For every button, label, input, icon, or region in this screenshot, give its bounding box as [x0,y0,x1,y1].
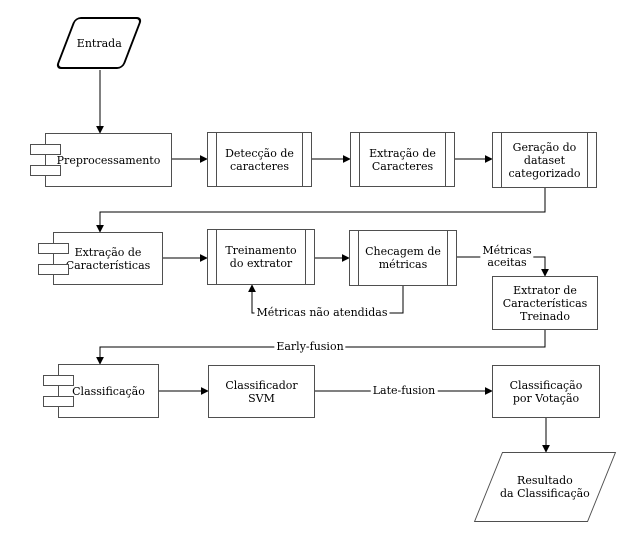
process-bar [216,133,217,186]
node-label: Extração de Caracteres [369,146,436,173]
node-extracao-caracteristicas: Extração de Características [38,232,163,285]
edge-geracao-extracaocaracteristicas [96,188,546,233]
node-label: Treinamento do extrator [225,244,297,270]
node-classificacao: Classificação [43,364,159,418]
edge-label-early-fusion: Early-fusion [274,340,346,353]
node-label: Classificação [72,384,145,398]
node-label: Preprocessamento [56,153,161,167]
node-label: Checagem de métricas [365,245,441,271]
process-bar [587,133,588,187]
process-bar [216,230,217,284]
process-bar [447,231,448,285]
edge-label-metricas-nao-atendidas: Métricas não atendidas [254,306,390,319]
node-extracao-caracteres: Extração de Caracteres [350,132,455,187]
node-deteccao-caracteres: Detecção de caracteres [207,132,312,187]
node-checagem-metricas: Checagem de métricas [349,230,457,286]
process-bar [359,133,360,186]
node-preprocessamento: Preprocessamento [30,133,172,187]
node-label: Detecção de caracteres [225,146,294,173]
node-label: Extração de Características [65,245,151,272]
component-tab-icon [43,375,74,386]
node-extrator-treinado: Extrator de Características Treinado [492,276,598,330]
node-classificador-svm: Classificador SVM [208,365,315,418]
process-bar [302,133,303,186]
node-label: Geração do dataset categorizado [508,140,581,180]
node-resultado: Resultado da Classificação [473,452,617,522]
process-bar [305,230,306,284]
node-treinamento-extrator: Treinamento do extrator [207,229,315,285]
component-tab-icon [30,165,61,176]
component-tab-icon [43,396,74,407]
node-entrada: Entrada [55,17,143,69]
component-tab-icon [30,144,61,155]
node-classificacao-votacao: Classificação por Votação [492,365,600,418]
edge-label-late-fusion: Late-fusion [370,384,438,397]
process-bar [445,133,446,186]
node-label: Resultado da Classificação [500,474,590,500]
process-bar [358,231,359,285]
node-label: Classificação por Votação [509,378,583,405]
edge-label-metricas-aceitas: Métricas aceitas [480,244,534,269]
node-label: Entrada [76,36,122,50]
component-tab-icon [38,243,69,254]
component-tab-icon [38,264,69,275]
node-geracao-dataset: Geração do dataset categorizado [492,132,597,188]
node-label: Extrator de Características Treinado [502,283,588,323]
node-label: Classificador SVM [225,378,298,405]
process-bar [501,133,502,187]
